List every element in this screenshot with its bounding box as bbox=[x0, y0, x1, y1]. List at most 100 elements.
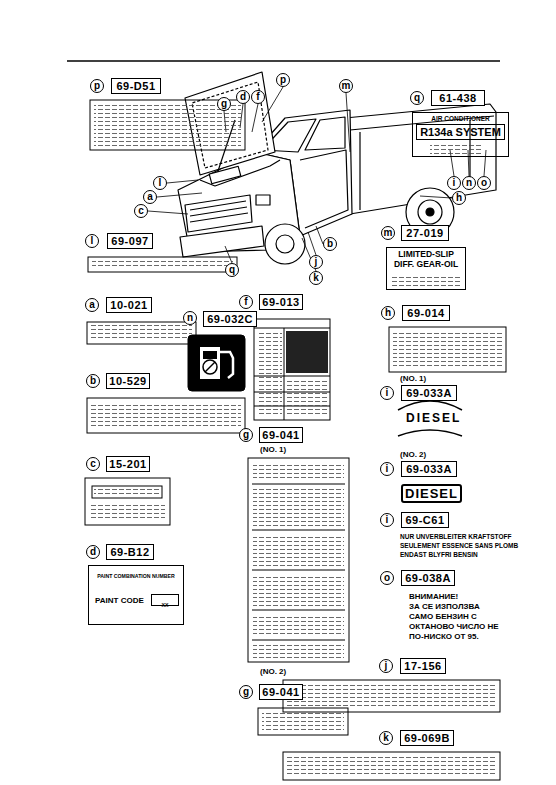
label-text: САМО БЕНЗИН С bbox=[409, 613, 477, 622]
label-text: b bbox=[90, 376, 96, 386]
label-text: 69-033A bbox=[406, 388, 452, 399]
callout-letter: p bbox=[90, 79, 104, 93]
callout-letter: m bbox=[339, 79, 353, 93]
label-cards bbox=[287, 379, 327, 417]
label-cards bbox=[286, 331, 328, 373]
part-number-box: 69-013 bbox=[259, 294, 303, 310]
label-text: PAINT CODE bbox=[95, 596, 144, 605]
label-text: 69-C61 bbox=[405, 515, 444, 526]
callout-letter: o bbox=[477, 176, 491, 190]
label-cards bbox=[85, 478, 170, 525]
label-cards bbox=[253, 614, 344, 636]
label-text: AIR CONDITIONER bbox=[431, 115, 490, 122]
label-text: 27-019 bbox=[406, 228, 443, 239]
label-text: f bbox=[244, 297, 247, 307]
truck bbox=[418, 200, 442, 224]
label-cards bbox=[203, 351, 217, 359]
truck bbox=[265, 224, 305, 264]
label-text: m bbox=[342, 81, 351, 91]
callout-letter: i bbox=[447, 176, 461, 190]
label-cards bbox=[87, 398, 245, 433]
label-cards bbox=[253, 534, 344, 566]
callout-letter: g bbox=[217, 97, 231, 111]
label-cards bbox=[253, 574, 344, 606]
part-number-box: 69-032C bbox=[203, 311, 257, 327]
label-text: R134a SYSTEM bbox=[416, 124, 505, 140]
label-cards bbox=[90, 100, 245, 150]
part-number-box: 10-021 bbox=[106, 297, 152, 313]
label-text: q bbox=[414, 93, 420, 103]
callout-letter: d bbox=[86, 545, 100, 559]
label-text: (NO. 1) bbox=[260, 446, 286, 455]
label-text: 17-156 bbox=[404, 661, 441, 672]
label-text: ENDAST BLYFRI BENSIN bbox=[400, 551, 478, 558]
truck bbox=[185, 195, 252, 232]
label-text: o bbox=[384, 573, 390, 583]
truck bbox=[300, 150, 348, 228]
label-cards bbox=[252, 484, 345, 640]
truck bbox=[180, 226, 264, 257]
part-number-box: 69-B12 bbox=[106, 544, 154, 560]
label-cards bbox=[389, 327, 506, 372]
label-cards bbox=[188, 335, 245, 391]
leader-line bbox=[148, 211, 188, 214]
label-text: 69-041 bbox=[262, 430, 299, 441]
label-cards bbox=[90, 503, 165, 521]
callout-letter: a bbox=[85, 298, 99, 312]
label-text: c bbox=[138, 206, 144, 216]
callout-letter: j bbox=[309, 255, 323, 269]
truck bbox=[209, 166, 241, 183]
leader-line bbox=[420, 196, 452, 198]
truck bbox=[190, 201, 248, 222]
label-text: 69-013 bbox=[262, 297, 299, 308]
label-cards bbox=[248, 458, 349, 662]
label-text: 69-038A bbox=[405, 573, 451, 584]
label-cards bbox=[287, 756, 496, 776]
label-text: g bbox=[243, 430, 249, 440]
label-cards bbox=[200, 347, 220, 379]
part-number-box: 69-041 bbox=[259, 684, 303, 700]
label-cards bbox=[254, 319, 330, 420]
leader-line bbox=[252, 104, 258, 132]
callout-letter: o bbox=[380, 571, 394, 585]
label-cards bbox=[205, 362, 215, 372]
label-text: o bbox=[481, 178, 487, 188]
callout-letter: h bbox=[381, 306, 395, 320]
label-cards bbox=[392, 274, 460, 287]
callout-letter: m bbox=[381, 226, 395, 240]
label-text: i bbox=[453, 178, 456, 188]
callout-letter: q bbox=[410, 91, 424, 105]
truck bbox=[178, 72, 496, 264]
label-text: b bbox=[327, 239, 333, 249]
truck bbox=[256, 195, 270, 205]
callout-letter: b bbox=[323, 237, 337, 251]
label-text: DIESEL bbox=[406, 412, 461, 425]
label-text: d bbox=[90, 547, 96, 557]
callout-letter: i bbox=[380, 513, 394, 527]
label-text: (NO. 2) bbox=[400, 451, 426, 460]
callout-letter: p bbox=[276, 73, 290, 87]
label-cards bbox=[257, 331, 282, 417]
label-text: i bbox=[386, 515, 389, 525]
label-text: f bbox=[256, 92, 259, 102]
label-text: 69-032C bbox=[207, 314, 253, 325]
label-text: (NO. 1) bbox=[400, 375, 426, 384]
label-cards bbox=[253, 488, 344, 526]
label-text: 69-069B bbox=[404, 733, 450, 744]
label-card: PAINT COMBINATION NUMBERPAINT CODEXX bbox=[88, 565, 184, 625]
label-cards bbox=[92, 486, 162, 498]
label-cards bbox=[220, 352, 233, 378]
label-text: j bbox=[385, 661, 388, 671]
leader-line bbox=[167, 180, 198, 183]
label-card: LIMITED-SLIP DIFF. GEAR-OIL bbox=[386, 247, 466, 290]
leader-line bbox=[157, 193, 202, 197]
leader-line bbox=[308, 232, 316, 255]
callout-letter: g bbox=[239, 428, 253, 442]
label-cards bbox=[287, 684, 496, 708]
label-text: 61-438 bbox=[439, 93, 476, 104]
label-card: AIR CONDITIONER R134a SYSTEM bbox=[412, 112, 509, 157]
label-text: k bbox=[383, 733, 389, 743]
callout-letter: g bbox=[239, 685, 253, 699]
label-text: 69-033A bbox=[406, 464, 452, 475]
label-text: (NO. 2) bbox=[260, 668, 286, 677]
